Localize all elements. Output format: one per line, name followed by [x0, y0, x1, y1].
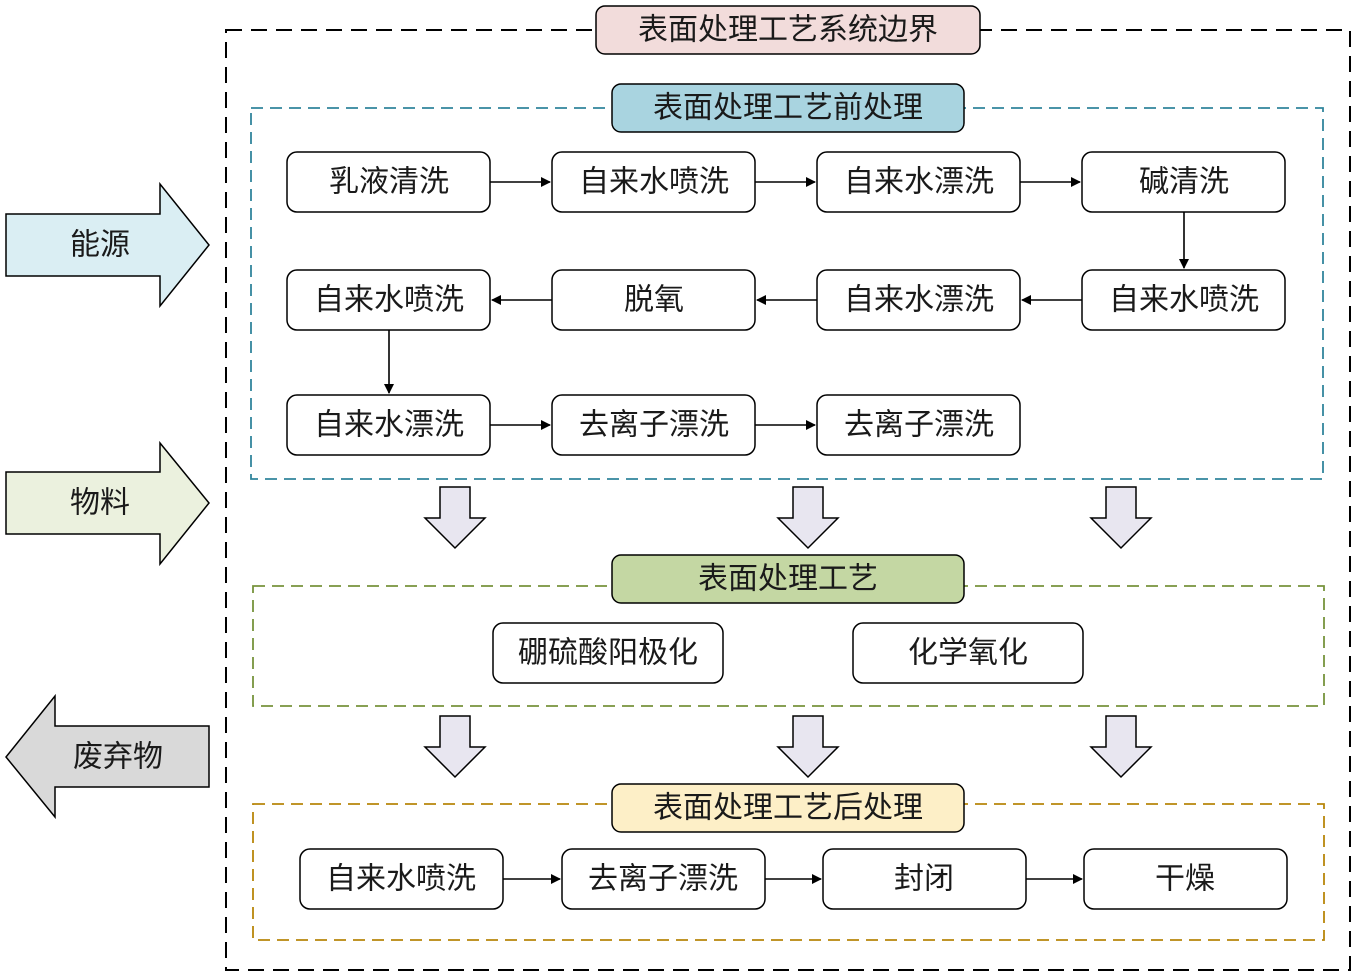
energy-input-arrow	[5, 181, 210, 309]
post-step-label: 去离子漂洗	[588, 862, 738, 897]
stage-down-arrow	[1089, 715, 1153, 779]
energy-label: 能源	[70, 228, 130, 263]
pre-step-label: 自来水喷洗	[1109, 283, 1259, 318]
system-boundary-title-text: 表面处理工艺系统边界	[638, 13, 938, 48]
process-step-box	[852, 622, 1084, 684]
pre-step-label: 乳液清洗	[329, 165, 449, 200]
stage-down-arrow	[1089, 486, 1153, 550]
stage-down-arrow	[423, 715, 487, 779]
process-step-label: 硼硫酸阳极化	[518, 636, 698, 671]
waste-output-arrow	[5, 693, 210, 820]
pretreatment-title-box	[611, 83, 965, 133]
process-title-text: 表面处理工艺	[698, 562, 878, 597]
process-title: 表面处理工艺	[611, 554, 965, 604]
pre-step-label: 去离子漂洗	[579, 408, 729, 443]
pre-step-label: 自来水漂洗	[844, 283, 994, 318]
post-step-box	[1083, 848, 1288, 910]
pre-step-label: 自来水漂洗	[844, 165, 994, 200]
pre-step-label: 自来水漂洗	[314, 408, 464, 443]
pre-step-label: 去离子漂洗	[844, 408, 994, 443]
post-step-label: 干燥	[1155, 862, 1215, 897]
process-step-label: 化学氧化	[908, 636, 1028, 671]
stage-down-arrow	[776, 486, 840, 550]
pretreatment-title: 表面处理工艺前处理	[611, 83, 965, 133]
stage-down-arrow	[423, 486, 487, 550]
pre-step-label: 自来水喷洗	[314, 283, 464, 318]
materials-input-arrow	[5, 440, 210, 567]
system-boundary-title: 表面处理工艺系统边界	[595, 5, 981, 55]
process-region	[252, 585, 1325, 707]
post-step-label: 自来水喷洗	[326, 862, 476, 897]
pretreatment-title-text: 表面处理工艺前处理	[653, 91, 923, 126]
materials-label: 物料	[70, 486, 130, 521]
pre-step-label: 脱氧	[624, 283, 684, 318]
pre-step-label: 碱清洗	[1139, 165, 1229, 200]
process-title-box	[611, 554, 965, 604]
waste-label: 废弃物	[73, 740, 163, 775]
posttreatment-title-text: 表面处理工艺后处理	[653, 791, 923, 826]
post-step-label: 封闭	[894, 862, 954, 897]
stage-down-arrow	[776, 715, 840, 779]
process-step-box	[492, 622, 724, 684]
system-boundary-title-box	[595, 5, 981, 55]
posttreatment-title: 表面处理工艺后处理	[611, 783, 965, 833]
pre-step-label: 自来水喷洗	[579, 165, 729, 200]
posttreatment-title-box	[611, 783, 965, 833]
pre-step-box	[816, 394, 1021, 456]
